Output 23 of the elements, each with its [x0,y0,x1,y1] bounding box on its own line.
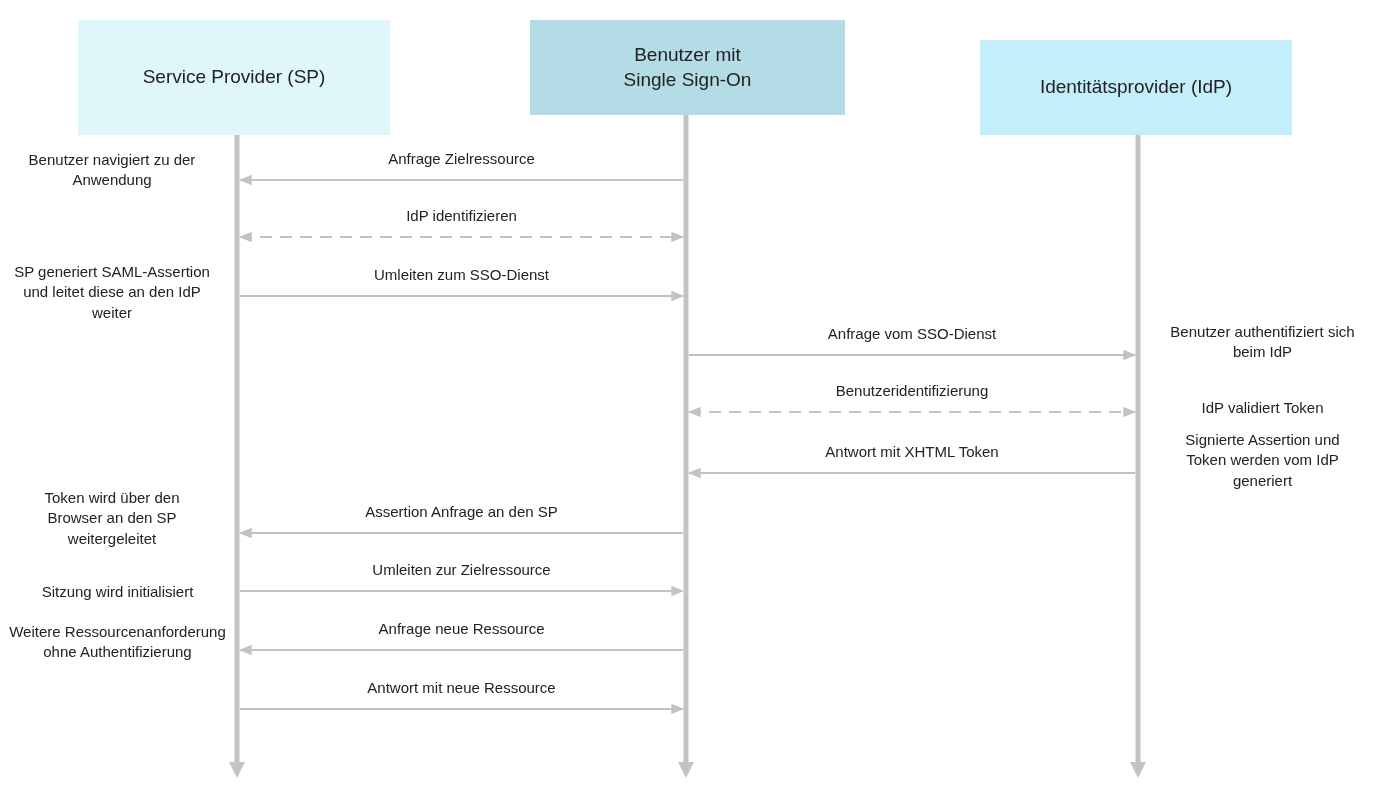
message-arrow [687,467,1136,479]
participant-box: Identitätsprovider (IdP) [980,40,1292,135]
note-text: Sitzung wird initialisiert [40,582,195,602]
message-arrow [238,174,684,186]
message-arrow [238,231,685,243]
message-arrow [688,349,1137,361]
message-arrow [238,644,684,656]
note-text: Benutzer navigiert zu der Anwendung [27,150,197,191]
edge-label: Anfrage Zielressource [385,150,538,167]
note-text: Signierte Assertion und Token werden vom IdP generiert [1184,430,1341,491]
message-arrow [239,585,685,597]
note-text: SP generiert SAML-Assertion und leitet diese an den IdP weiter [13,262,211,323]
message-arrow [239,290,685,302]
message-arrow [239,703,685,715]
note-text: Token wird über den Browser an den SP weitergeleitet [43,488,181,549]
note-text: Benutzer authentifiziert sich beim IdP [1169,322,1356,363]
note-text: Weitere Ressourcenanforderung ohne Authentifizierung [8,622,227,663]
participant-box: Benutzer mit Single Sign-On [530,20,845,115]
note-text: IdP validiert Token [1200,398,1325,418]
edge-label: Anfrage vom SSO-Dienst [824,325,1000,342]
participant-box: Service Provider (SP) [78,20,390,135]
message-arrow [238,527,684,539]
message-arrow [687,406,1137,418]
